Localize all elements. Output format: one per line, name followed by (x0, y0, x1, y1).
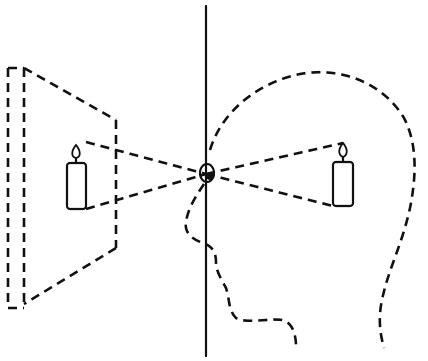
ray-left-bottom (86, 174, 206, 209)
real-candle-icon (67, 145, 86, 209)
virtual-candle-icon (333, 143, 353, 206)
head-profile (186, 72, 415, 348)
ray-left-top (86, 142, 206, 174)
face-front-outline (186, 184, 296, 346)
head-back-outline (210, 72, 415, 348)
ray-right-top (206, 143, 343, 174)
screen-bottom-edge (24, 248, 116, 304)
virtual-candle-flame (339, 143, 347, 157)
real-candle-flame (72, 145, 80, 158)
real-candle-body (67, 163, 86, 209)
ray-right-bottom (206, 174, 333, 206)
eye-pupil (206, 172, 214, 180)
virtual-candle-body (333, 162, 353, 206)
screen-top-edge (24, 68, 116, 120)
screen-icon (8, 68, 116, 308)
